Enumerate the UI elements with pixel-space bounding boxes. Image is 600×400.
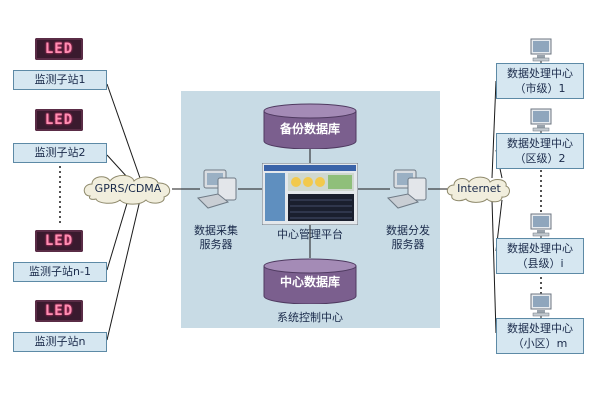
center-line2: （小区）m (512, 337, 568, 350)
center-line2: （区级）2 (514, 152, 566, 165)
processing-center-city: 数据处理中心 （市级）1 (496, 63, 584, 99)
monitor-icon (530, 293, 552, 317)
led-display-icon: LED (35, 109, 83, 131)
led-display-icon: LED (35, 38, 83, 60)
processing-center-district: 数据处理中心 （区级）2 (496, 133, 584, 169)
control-center-label: 系统控制中心 (277, 311, 343, 324)
management-screen-icon (262, 163, 358, 225)
monitor-icon (530, 213, 552, 237)
computer-icon (386, 169, 427, 209)
management-platform-label: 中心管理平台 (277, 228, 343, 241)
center-line1: 数据处理中心 (507, 242, 573, 255)
backup-database-icon (263, 103, 357, 149)
collection-server-line1: 数据采集 (194, 224, 238, 237)
station-box-n: 监测子站n (13, 332, 107, 352)
distribution-server-line2: 服务器 (391, 238, 425, 251)
backup-database-label: 备份数据库 (279, 122, 340, 136)
distribution-server-label: 数据分发 服务器 (374, 224, 442, 252)
computer-icon (196, 169, 237, 209)
center-line2: （市级）1 (514, 82, 566, 95)
central-database-icon (263, 258, 357, 304)
distribution-server-line1: 数据分发 (386, 224, 430, 237)
internet-cloud-label: Internet (457, 182, 501, 195)
monitor-icon (530, 108, 552, 132)
monitor-icon (530, 38, 552, 62)
collection-server-line2: 服务器 (199, 238, 233, 251)
internet-cloud-icon (446, 176, 510, 203)
center-line1: 数据处理中心 (507, 137, 573, 150)
processing-center-community: 数据处理中心 （小区）m (496, 318, 584, 354)
gprs-cloud-icon (83, 174, 171, 205)
collection-server-label: 数据采集 服务器 (182, 224, 250, 252)
central-database-label: 中心数据库 (279, 275, 340, 289)
station-box-n-1: 监测子站n-1 (13, 262, 107, 282)
center-line2: （县级）i (516, 257, 564, 270)
led-display-icon: LED (35, 230, 83, 252)
gprs-cloud-label: GPRS/CDMA (94, 182, 162, 195)
processing-center-county: 数据处理中心 （县级）i (496, 238, 584, 274)
station-box-2: 监测子站2 (13, 143, 107, 163)
led-display-icon: LED (35, 300, 83, 322)
center-line1: 数据处理中心 (507, 67, 573, 80)
station-box-1: 监测子站1 (13, 70, 107, 90)
center-line1: 数据处理中心 (507, 322, 573, 335)
